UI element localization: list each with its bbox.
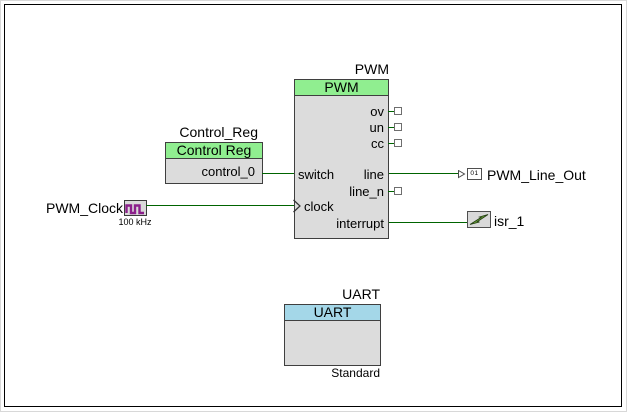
wire-end-arrow-icon [458, 170, 466, 179]
wire-interrupt-to-isr[interactable] [389, 222, 467, 223]
clock-waveform-icon[interactable] [124, 200, 147, 216]
control-reg-pin-control-0: control_0 [201, 164, 255, 179]
pwm-instance-title[interactable]: PWM [354, 61, 389, 77]
pwm-pin-line-n: line_n [349, 184, 384, 199]
line-n-terminal-stub [388, 191, 394, 192]
digital-pin-icon[interactable]: 01 [467, 168, 482, 180]
pwm-component-block[interactable]: PWM [294, 79, 389, 239]
ov-terminal-stub [388, 111, 394, 112]
wire-line-to-pin[interactable] [389, 173, 459, 174]
uart-component-block[interactable]: UART [284, 304, 381, 366]
pwm-line-out-label[interactable]: PWM_Line_Out [487, 167, 586, 183]
wire-control0-to-switch[interactable] [262, 173, 294, 174]
control-reg-component-block[interactable]: Control Reg [165, 142, 263, 184]
pwm-clock-label[interactable]: PWM_Clock [45, 200, 123, 216]
uart-instance-title[interactable]: UART [342, 286, 380, 302]
clock-frequency-label: 100 kHz [118, 217, 152, 227]
pwm-pin-switch: switch [298, 167, 335, 182]
uart-header[interactable]: UART [285, 305, 380, 321]
pwm-header[interactable]: PWM [295, 80, 388, 96]
clock-chevron-icon [293, 199, 301, 213]
cc-terminal-square[interactable] [394, 139, 402, 147]
isr-1-label[interactable]: isr_1 [494, 213, 525, 229]
pwm-pin-interrupt: interrupt [336, 216, 384, 231]
cc-terminal-stub [388, 143, 394, 144]
interrupt-bolt-icon[interactable] [467, 211, 491, 228]
wire-clock-to-pwm[interactable] [146, 205, 294, 206]
ov-terminal-square[interactable] [394, 107, 402, 115]
schematic-border [4, 4, 622, 407]
un-terminal-stub [388, 127, 394, 128]
control-reg-instance-title[interactable]: Control_Reg [179, 124, 258, 140]
pwm-pin-un: un [369, 120, 384, 135]
control-reg-header[interactable]: Control Reg [166, 143, 262, 159]
pwm-pin-clock: clock [304, 199, 334, 214]
pwm-pin-line: line [363, 167, 384, 182]
un-terminal-square[interactable] [394, 123, 402, 131]
line-n-terminal-square[interactable] [394, 187, 402, 195]
pwm-pin-cc: cc [371, 136, 384, 151]
pwm-pin-ov: ov [370, 104, 384, 119]
uart-variant-label: Standard [331, 366, 380, 380]
